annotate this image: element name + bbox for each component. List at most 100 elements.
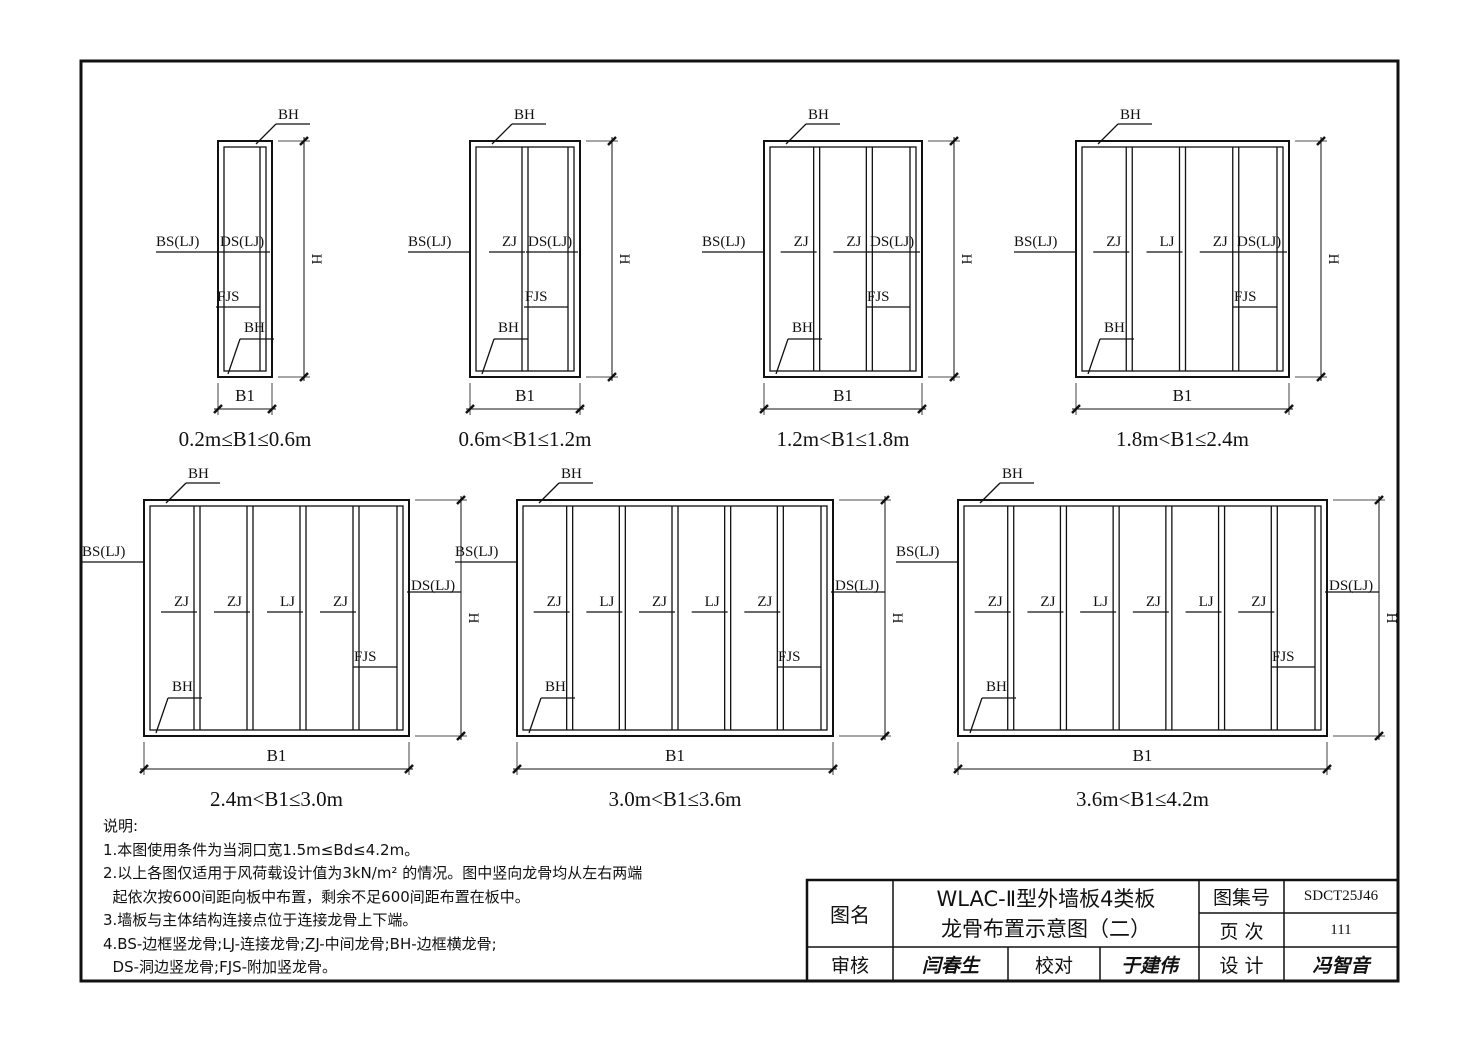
atlas-number: SDCT25J46 — [1303, 888, 1379, 904]
page-label: 页 次 — [1219, 920, 1264, 943]
drawing-title-line1: WLAC-Ⅱ型外墙板4类板 — [936, 886, 1156, 911]
note-line: 4.BS-边框竖龙骨;LJ-连接龙骨;ZJ-中间龙骨;BH-边框横龙骨; — [103, 934, 497, 953]
panel-frame-outer — [143, 499, 410, 737]
stud-label: ZJ — [547, 594, 562, 610]
dimension-tick — [465, 404, 475, 414]
review-label: 审核 — [830, 954, 869, 977]
bh-bottom-label: BH — [792, 320, 813, 336]
bh-top-leader — [255, 123, 277, 145]
drawing-title: WLAC-Ⅱ型外墙板4类板 龙骨布置示意图（二） — [893, 882, 1199, 945]
stud-label: ZJ — [988, 594, 1003, 610]
bh-bottom-leader — [969, 697, 983, 734]
panel-frame-outer — [1075, 140, 1290, 378]
h-dimension-label: H — [308, 254, 324, 265]
notes-title: 说明: — [103, 817, 139, 835]
stud-label: ZJ — [846, 234, 861, 250]
stud-label: ZJ — [502, 234, 517, 250]
note-line: 1.本图使用条件为当洞口宽1.5m≤Bd≤4.2m。 — [103, 840, 420, 859]
dimension-tick — [267, 404, 277, 414]
bs-label: BS(LJ) — [408, 234, 451, 250]
fjs-label: FJS — [525, 289, 548, 305]
bh-top-leader — [979, 482, 1001, 504]
h-dimension-label: H — [1383, 613, 1399, 624]
bs-label: BS(LJ) — [455, 544, 498, 560]
dimension-tick — [949, 372, 959, 382]
b1-dimension-label: B1 — [515, 386, 535, 405]
bs-label: BS(LJ) — [1014, 234, 1057, 250]
dimension-tick — [759, 404, 769, 414]
stud-label: ZJ — [652, 594, 667, 610]
check-label: 校对 — [1034, 954, 1073, 977]
dimension-tick — [880, 731, 890, 741]
dimension-tick — [828, 764, 838, 774]
dimension-tick — [512, 764, 522, 774]
panel-frame-outer — [957, 499, 1328, 737]
bh-bottom-label: BH — [986, 679, 1007, 695]
bh-top-leader — [165, 482, 187, 504]
fjs-label: FJS — [1234, 289, 1257, 305]
panel-frame-inner — [769, 146, 917, 372]
page-number: 111 — [1330, 921, 1352, 938]
h-dimension-label: H — [616, 254, 632, 265]
bh-top-label: BH — [808, 107, 829, 123]
panel-frame-outer — [217, 140, 273, 378]
bh-top-label: BH — [1120, 107, 1141, 123]
panel-frame-outer — [516, 499, 834, 737]
stud-label: ZJ — [1146, 594, 1161, 610]
dimension-tick — [607, 372, 617, 382]
drawing-title-line2: 龙骨布置示意图（二） — [941, 916, 1151, 941]
ds-label: DS(LJ) — [411, 578, 455, 594]
drawing-border — [79, 59, 1400, 983]
bh-top-label: BH — [188, 466, 209, 482]
dimension-tick — [1374, 495, 1384, 505]
panel-frame-inner — [522, 505, 828, 731]
stud-label: LJ — [705, 594, 720, 610]
stud-label: ZJ — [174, 594, 189, 610]
bh-top-label: BH — [278, 107, 299, 123]
dimension-tick — [880, 495, 890, 505]
dimension-tick — [1316, 372, 1326, 382]
panel-caption: 1.8m<B1≤2.4m — [1116, 427, 1249, 451]
stud-label: ZJ — [794, 234, 809, 250]
dimension-tick — [456, 731, 466, 741]
title-name-label: 图名 — [830, 903, 870, 927]
bh-top-label: BH — [561, 466, 582, 482]
stud-label: ZJ — [1251, 594, 1266, 610]
note-line: 2.以上各图仅适用于风荷载设计值为3kN/m² 的情况。图中竖向龙骨均从左右两端 — [103, 864, 643, 882]
panel-caption: 0.6m<B1≤1.2m — [458, 427, 591, 451]
stud-label: ZJ — [1213, 234, 1228, 250]
dimension-tick — [299, 372, 309, 382]
bh-bottom-leader — [1087, 338, 1101, 375]
stud-label: LJ — [599, 594, 614, 610]
panel-frame-outer — [763, 140, 923, 378]
bh-top-leader — [1097, 123, 1119, 145]
dimension-tick — [404, 764, 414, 774]
fjs-label: FJS — [1272, 649, 1295, 665]
note-line: DS-洞边竖龙骨;FJS-附加竖龙骨。 — [103, 958, 338, 976]
ds-label: DS(LJ) — [528, 234, 572, 250]
panel-caption: 0.2m≤B1≤0.6m — [179, 427, 312, 451]
b1-dimension-label: B1 — [833, 386, 853, 405]
dimension-tick — [1071, 404, 1081, 414]
stud-label: ZJ — [1106, 234, 1121, 250]
dimension-tick — [1316, 136, 1326, 146]
ds-label: DS(LJ) — [1329, 578, 1373, 594]
notes: 说明: 1.本图使用条件为当洞口宽1.5m≤Bd≤4.2m。 2.以上各图仅适用… — [103, 815, 642, 980]
design-signature: 冯智音 — [1312, 954, 1370, 977]
review-signature: 闫春生 — [921, 954, 979, 977]
stud-label: LJ — [1160, 234, 1175, 250]
note-line: 3.墙板与主体结构连接点位于连接龙骨上下端。 — [103, 911, 418, 929]
bh-bottom-label: BH — [498, 320, 519, 336]
note-line: 起依次按600间距向板中布置，剩余不足600间距布置在板中。 — [103, 887, 530, 906]
ds-label: DS(LJ) — [1237, 234, 1281, 250]
bh-bottom-label: BH — [244, 320, 265, 336]
bh-bottom-label: BH — [1104, 320, 1125, 336]
b1-dimension-label: B1 — [235, 386, 255, 405]
b1-dimension-label: B1 — [665, 746, 685, 765]
ds-label: DS(LJ) — [220, 234, 264, 250]
